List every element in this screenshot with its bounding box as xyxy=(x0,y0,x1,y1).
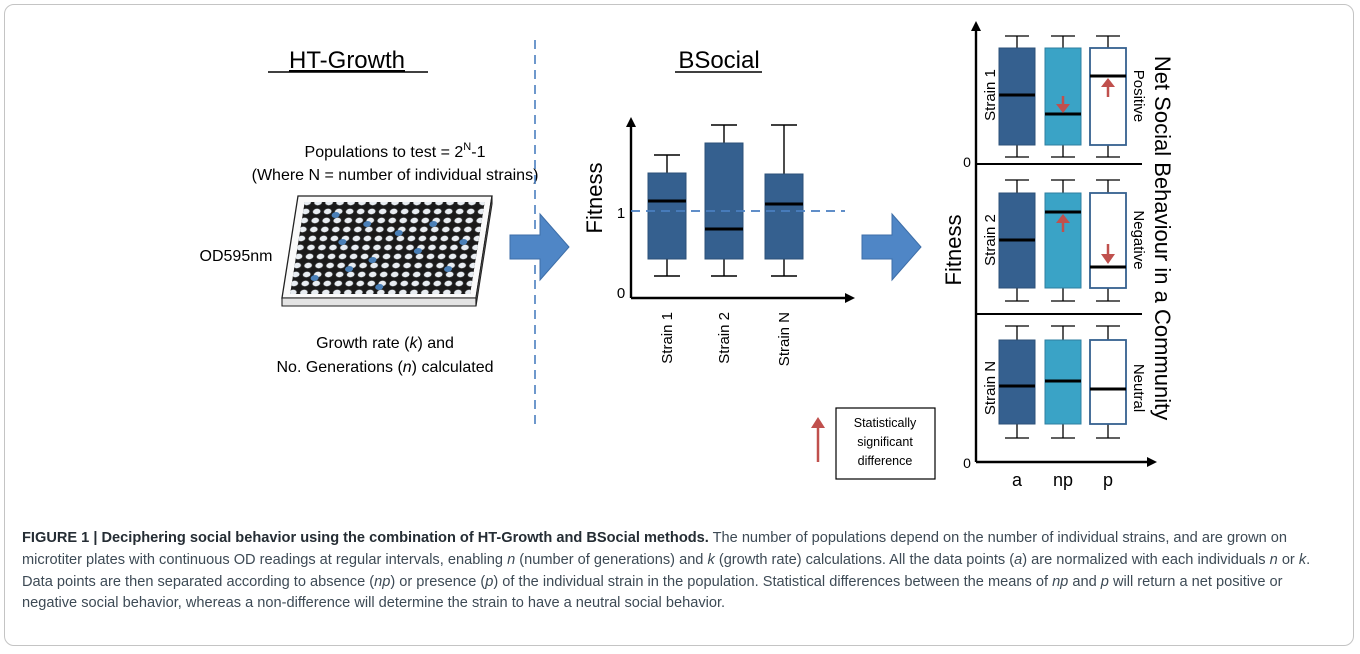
box-row-strain-n xyxy=(998,325,1127,439)
bsocial-title: BSocial xyxy=(678,47,759,74)
row-strain-label: Strain N xyxy=(982,361,999,415)
legend-line: difference xyxy=(858,454,913,468)
row-behaviour-label: Positive xyxy=(1130,70,1147,123)
flow-arrow-1 xyxy=(509,212,570,282)
growth-rate-line: Growth rate (k) and xyxy=(316,335,454,352)
plate-label: OD595nm xyxy=(200,248,273,265)
bsocial-panel: BSocial Fitness 1 0 xyxy=(582,47,855,366)
populations-formula: Populations to test = 2N-1 xyxy=(305,141,486,161)
row-behaviour-label: Neutral xyxy=(1130,364,1147,412)
row-zero-label: 0 xyxy=(963,455,971,471)
ht-growth-panel: HT-Growth Populations to test = 2N-1 (Wh… xyxy=(200,47,539,376)
bsocial-box-strain-n xyxy=(764,124,804,277)
colored-wells xyxy=(310,212,468,290)
caption-label: FIGURE 1 | Deciphering social behavior u… xyxy=(22,530,709,546)
box-row-strain-2 xyxy=(998,179,1127,302)
row-zero-label: 0 xyxy=(963,154,971,170)
figure-diagram: HT-Growth Populations to test = 2N-1 (Wh… xyxy=(200,21,1175,490)
net-social-x-label: a xyxy=(1012,470,1023,490)
legend-box xyxy=(835,407,936,480)
bsocial-box-strain-1 xyxy=(647,154,687,277)
figure-caption: FIGURE 1 | Deciphering social behavior u… xyxy=(22,530,1311,612)
down-arrow-icon xyxy=(1056,96,1070,113)
flow-arrow-2 xyxy=(861,212,922,282)
net-social-y-label: Fitness xyxy=(941,215,966,286)
row-behaviour-label: Negative xyxy=(1130,210,1147,269)
bsocial-strain-label: Strain 1 xyxy=(659,312,676,364)
generations-line: No. Generations (n) calculated xyxy=(276,359,493,376)
row-strain-label: Strain 1 xyxy=(982,69,999,121)
figure-frame xyxy=(4,4,1354,646)
bsocial-box-strain-2 xyxy=(704,124,744,277)
net-social-x-label: p xyxy=(1103,470,1113,490)
bsocial-tick-zero: 0 xyxy=(617,285,625,302)
legend-line: significant xyxy=(857,435,913,449)
up-arrow-icon xyxy=(1056,214,1070,232)
populations-note: (Where N = number of individual strains) xyxy=(252,167,539,184)
row-strain-label: Strain 2 xyxy=(982,214,999,266)
bsocial-y-label: Fitness xyxy=(582,163,607,234)
microtiter-plate-icon xyxy=(281,195,493,307)
up-arrow-icon xyxy=(811,417,825,462)
up-arrow-icon xyxy=(1101,78,1115,97)
net-social-panel: Fitness 0 0 xyxy=(941,21,1175,490)
down-arrow-icon xyxy=(1101,244,1115,264)
bsocial-tick-one: 1 xyxy=(617,205,625,222)
legend-line: Statistically xyxy=(854,416,917,430)
bsocial-strain-label: Strain 2 xyxy=(716,312,733,364)
net-social-x-label: np xyxy=(1053,470,1073,490)
ht-growth-title: HT-Growth xyxy=(289,47,405,74)
bsocial-strain-label: Strain N xyxy=(776,312,793,366)
significance-legend: Statistically significant difference xyxy=(811,407,936,480)
net-social-title: Net Social Behaviour in a Community xyxy=(1150,56,1175,420)
